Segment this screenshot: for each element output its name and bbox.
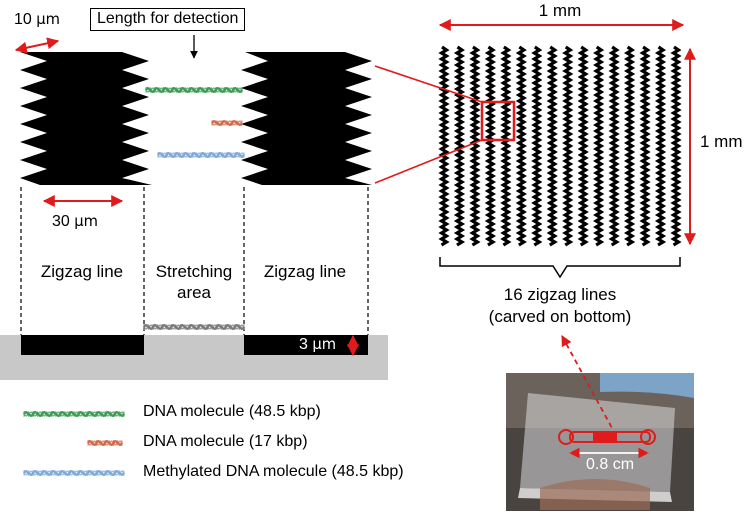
dna-legend-icons xyxy=(22,411,126,476)
stretching-area-label: Stretching area xyxy=(155,262,233,303)
zigzag-grid-line xyxy=(577,45,589,247)
zigzag-grid-line xyxy=(670,45,682,247)
zigzag-grid-line xyxy=(593,45,605,247)
carved-on-bottom-label: (carved on bottom) xyxy=(488,307,632,326)
dim-arrow-10um xyxy=(14,37,60,54)
zigzag-grid-line xyxy=(639,45,651,247)
zigzag-grid-line xyxy=(531,45,543,247)
zigzag-line-left-label: Zigzag line xyxy=(40,262,124,281)
zigzag-grid-line xyxy=(484,45,497,247)
zigzag-section-right xyxy=(244,335,368,355)
legend-label-dna-48: DNA molecule (48.5 kbp) xyxy=(143,403,321,420)
chip-length-label: 0.8 cm xyxy=(586,456,635,473)
zoom-line-top xyxy=(374,65,483,103)
dim-label-10um: 10 μm xyxy=(14,11,60,28)
zigzag-grid-line xyxy=(469,45,481,247)
one-mm-right-label: 1 mm xyxy=(700,132,743,151)
sixteen-zigzag-label: 16 zigzag lines xyxy=(503,285,617,304)
legend-icon-orange xyxy=(86,440,124,446)
zigzag-block-right xyxy=(241,52,372,185)
dna-helix-gray xyxy=(142,324,246,330)
zigzag-grid xyxy=(438,45,682,247)
zigzag-block-left xyxy=(20,52,152,185)
zigzag-grid-line xyxy=(623,45,636,247)
grid-highlight-box xyxy=(480,100,516,142)
zoom-line-bottom xyxy=(374,139,483,184)
dim-label-30um: 30 μm xyxy=(52,213,98,230)
zigzag-line-right-label: Zigzag line xyxy=(263,262,347,281)
legend-icon-green xyxy=(22,411,126,417)
length-for-detection-label: Length for detection xyxy=(90,8,246,31)
dim-label-3um: 3 μm xyxy=(299,336,337,353)
zigzag-grid-line xyxy=(438,45,450,247)
dna-molecules-area xyxy=(142,87,246,330)
dna-helix-orange xyxy=(210,120,244,126)
legend-icon-blue xyxy=(22,470,126,476)
zigzag-grid-line xyxy=(562,45,574,247)
chip-photo xyxy=(506,373,694,511)
legend-label-dna-17: DNA molecule (17 kbp) xyxy=(143,433,308,450)
zigzag-grid-line xyxy=(546,45,558,247)
zigzag-grid-line xyxy=(515,45,527,247)
dna-helix-green xyxy=(144,87,244,93)
zigzag-grid-line xyxy=(654,45,667,247)
dna-helix-blue xyxy=(156,152,246,158)
zigzag-section-left xyxy=(21,335,144,355)
zigzag-grid-line xyxy=(608,45,620,247)
legend-label-methylated-dna: Methylated DNA molecule (48.5 kbp) xyxy=(143,463,404,480)
zigzag-grid-line xyxy=(453,45,466,247)
grid-brace xyxy=(439,257,681,279)
one-mm-top-label: 1 mm xyxy=(538,1,582,20)
zigzag-grid-line xyxy=(500,45,512,247)
